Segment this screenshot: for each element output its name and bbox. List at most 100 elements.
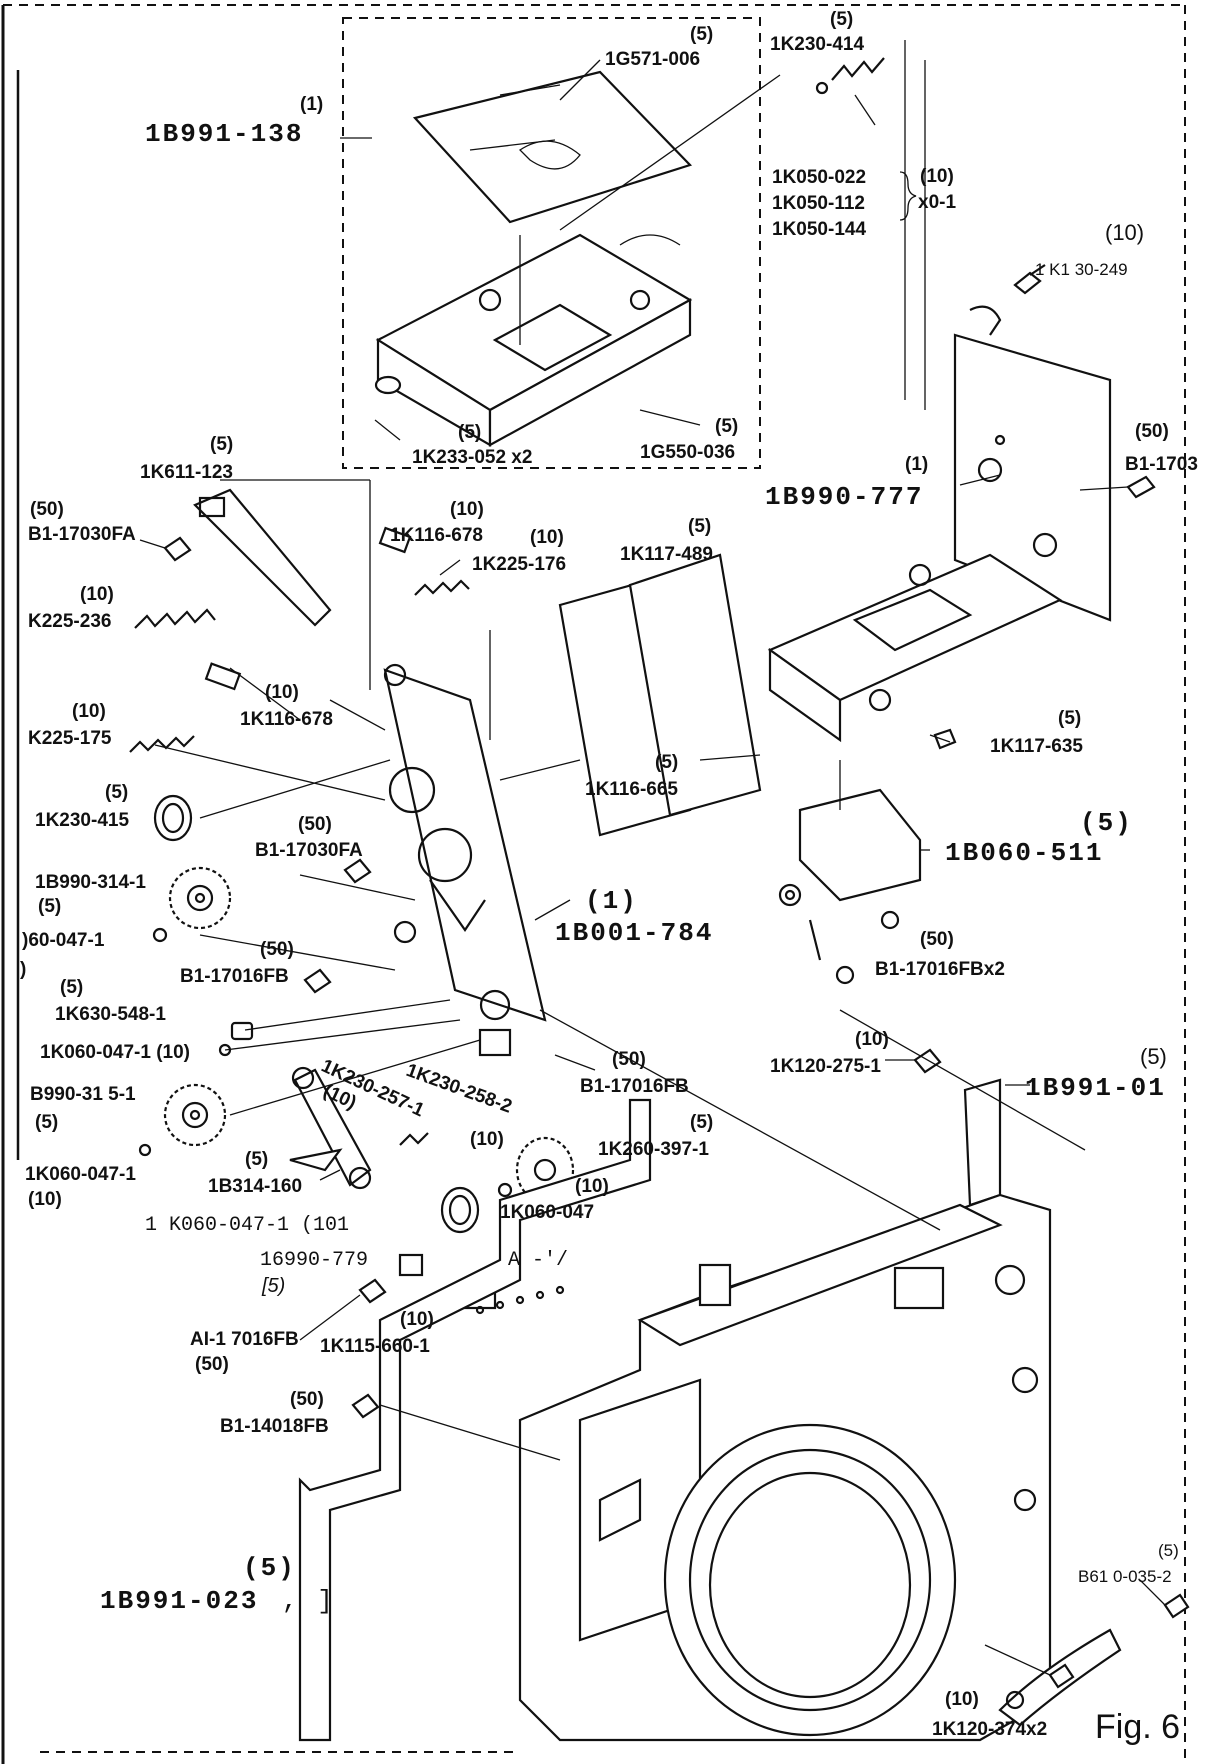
leader-lines [139,59,1166,1676]
label-1k050-022: 1K050-022 [772,167,866,188]
screw-fbx2-a [880,910,900,930]
screw-ai1 [358,1278,387,1304]
screw-1k120-374 [1048,1663,1075,1689]
rear-plate [953,305,1112,622]
gear-b990-31 [163,1083,227,1147]
label-b1-fb-qty: (50) [260,939,294,960]
label-b1703: B1-1703 [1125,454,1198,475]
label-1b001: 1B001-784 [555,918,713,948]
label-1k060-r-qty: (10) [575,1176,609,1197]
label-fbx2-qty: (50) [920,929,954,950]
label-1k116-678b: 1K116-678 [240,709,333,730]
label-1b991-01-qty: (5) [1140,1044,1167,1069]
label-1b991-138-qty: (1) [300,94,323,115]
stopper-16990 [398,1253,424,1277]
label-ocr-2: 16990-779 [260,1249,368,1272]
label-k130: 1 K1 30-249 [1035,260,1128,279]
label-1k116-678a: 1K116-678 [390,525,483,546]
coil-spring-top [815,57,885,126]
gear-1b990-314 [168,866,232,930]
lens-mount-ring [663,1423,957,1737]
label-1g550: 1G550-036 [640,442,735,463]
screw-b1-14018 [351,1393,380,1419]
screw-b1-fa-left [163,536,192,562]
figure-caption: Fig. 6 [1095,1708,1180,1746]
screw-k130 [1013,264,1046,295]
bush-1k630 [230,1021,254,1041]
screw-b1703 [1126,475,1156,499]
shutter-unit [778,760,922,961]
label-1k233: 1K233-052 x2 [412,447,532,468]
spring-k225-175 [129,735,195,753]
screw-b1-fa-mid [343,858,372,884]
screw-fbx2-b [835,965,855,985]
glass-plate [412,70,693,224]
label-1k117-635: 1K117-635 [990,736,1083,757]
lever-1b314 [289,1066,372,1190]
label-1k115: 1K115-660-1 [320,1336,430,1357]
label-1b991-023-mark: , ] [282,1586,335,1616]
label-b1-fb3-qty: (50) [612,1049,646,1070]
label-1k116-678b-qty: (10) [265,682,299,703]
label-060-047-qty: ) [20,959,26,980]
label-1k630: 1K630-548-1 [55,1004,166,1025]
label-ai: AI-1 7016FB [190,1329,299,1350]
torsion-spring-1k230-415 [153,794,193,842]
label-k225-175: K225-175 [28,728,112,749]
label-1b314: 1B314-160 [208,1176,302,1197]
mount-bracket [767,553,1063,750]
label-1k050-qty: (10) [920,166,954,187]
label-1k230-258-qty: (10) [470,1129,504,1150]
shield-sheet-front [628,553,762,817]
label-1b991-023-qty: (5) [243,1553,296,1583]
label-1k225-176: 1K225-176 [472,554,566,575]
label-1k230-415-qty: (5) [105,782,128,803]
label-1k060-c: 1K060-047-1 [25,1164,136,1185]
label-b990-31: B990-31 5-1 [30,1084,136,1105]
label-b1-fb: B1-17016FB [180,966,289,987]
subassembly-box [342,17,761,469]
part-labels: (1) 1B991-138 (5) 1G571-006 (5) 1K230-41… [20,9,1198,1746]
label-b1-fa2: B1-17030FA [255,840,363,861]
label-fbx2: B1-17016FBx2 [875,959,1005,980]
label-1k233-qty: (5) [458,422,481,443]
washer-1k060-r [497,1182,513,1198]
label-060-047: )60-047-1 [22,930,105,951]
label-ocr-1: 1 K060-047-1 (101 [145,1214,349,1237]
label-1g571-qty: (5) [690,24,713,45]
label-b14-qty: (50) [290,1389,324,1410]
label-1k117-635-qty: (5) [1058,708,1081,729]
spring-1k230-257 [399,1132,429,1146]
label-b14: B1-14018FB [220,1416,329,1437]
label-1k260-qty: (5) [690,1112,713,1133]
label-b990-31-qty: (5) [35,1112,58,1133]
label-1k611: 1K611-123 [140,462,233,483]
lever-1k611 [193,488,332,627]
label-k225-236-qty: (10) [80,584,114,605]
flex-circuit [298,1098,652,1742]
label-b61: B61 0-035-2 [1078,1567,1172,1586]
label-1k117-489: 1K117-489 [620,544,713,565]
label-1b991-138: 1B991-138 [145,119,303,149]
label-1b990-314: 1B990-314-1 [35,872,146,893]
mechanism-plate [383,663,547,1057]
label-1k117-489-qty: (5) [688,516,711,537]
label-ocr-a: A -'/ [508,1249,568,1272]
label-1k116-665: 1K116-665 [585,779,678,800]
label-1k120-374-qty: (10) [945,1689,979,1710]
pin-1k116-678b [204,662,242,691]
label-1k120-275: 1K120-275-1 [770,1056,881,1077]
label-1k050-144: 1K050-144 [772,219,866,240]
label-1b060-qty: (5) [1080,808,1133,838]
label-1g571: 1G571-006 [605,49,700,70]
screw-b61 [1163,1593,1190,1619]
label-k130-qty: (10) [1105,220,1144,245]
label-1k116-665-qty: (5) [655,752,678,773]
torsion-spring-1k230-258 [440,1186,480,1234]
label-1k116-678a-qty: (10) [450,499,484,520]
label-1k230-415: 1K230-415 [35,810,129,831]
screw-1k120-275 [913,1048,942,1074]
label-b1-fa: B1-17030FA [28,524,136,545]
